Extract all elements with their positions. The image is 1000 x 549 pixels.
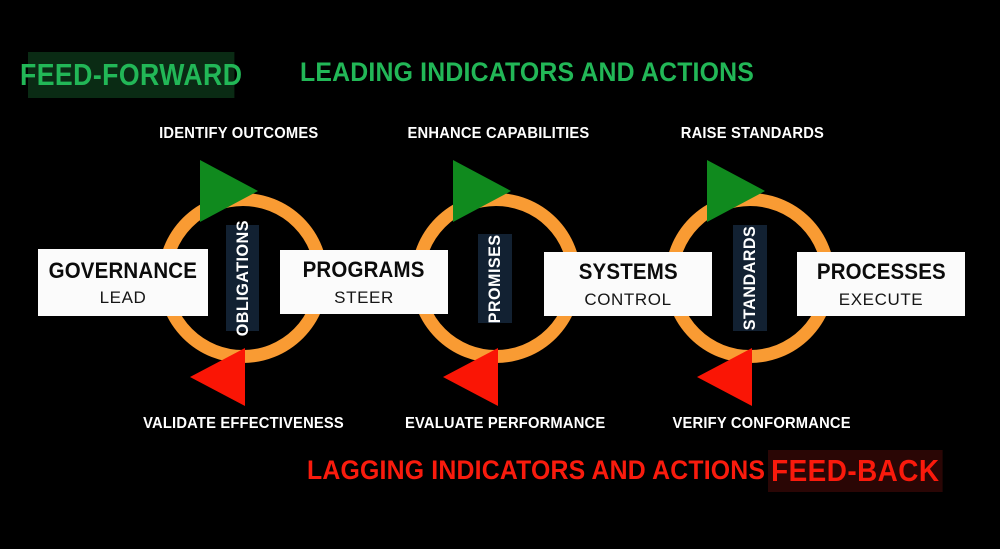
connector-promises-label: PROMISES: [485, 233, 504, 324]
cycle-1-bottom-label: VALIDATE EFFECTIVENESS: [143, 415, 344, 432]
stage-systems-subtitle: CONTROL: [584, 289, 672, 309]
stage-box-processes: PROCESSES EXECUTE: [797, 252, 965, 316]
cycle-3-top-label: RAISE STANDARDS: [680, 125, 825, 142]
cycle-1-red-arrow-icon: [190, 348, 245, 406]
cycle-2-bottom-label: EVALUATE PERFORMANCE: [404, 415, 606, 432]
feed-back-label: FEED-BACK: [771, 453, 940, 488]
lagging-indicators-label: LAGGING INDICATORS AND ACTIONS: [307, 455, 766, 485]
cycle-2: [401, 160, 591, 410]
feed-forward-label: FEED-FORWARD: [20, 57, 243, 92]
stage-box-governance: GOVERNANCE LEAD: [38, 249, 208, 316]
cycle-1-top-label: IDENTIFY OUTCOMES: [159, 125, 319, 142]
cycle-2-red-arrow-icon: [443, 348, 498, 406]
feed-forward-banner: FEED-FORWARD: [20, 52, 242, 98]
connector-promises: PROMISES: [478, 234, 512, 323]
stage-box-programs: PROGRAMS STEER: [280, 250, 448, 314]
stage-programs-title: PROGRAMS: [302, 257, 425, 283]
stage-programs-subtitle: STEER: [334, 287, 394, 307]
stage-governance-title: GOVERNANCE: [48, 257, 198, 283]
connector-standards: STANDARDS: [733, 225, 767, 331]
feed-back-banner: FEED-BACK: [768, 450, 943, 492]
cycle-3-red-arrow-icon: [697, 348, 752, 406]
connector-obligations: OBLIGATIONS: [226, 220, 259, 336]
leading-indicators-label: LEADING INDICATORS AND ACTIONS: [300, 57, 755, 87]
stage-governance-subtitle: LEAD: [99, 288, 147, 308]
cycle-2-top-label: ENHANCE CAPABILITIES: [407, 125, 590, 142]
connector-standards-label: STANDARDS: [740, 225, 759, 331]
stage-processes-title: PROCESSES: [816, 259, 946, 285]
cycle-3-bottom-label: VERIFY CONFORMANCE: [672, 415, 851, 432]
connector-obligations-label: OBLIGATIONS: [232, 219, 252, 337]
stage-box-systems: SYSTEMS CONTROL: [544, 252, 712, 316]
cycle-1-green-arrow-icon: [200, 160, 258, 222]
stage-systems-title: SYSTEMS: [578, 259, 678, 285]
stage-processes-subtitle: EXECUTE: [838, 289, 924, 309]
cycle-2-green-arrow-icon: [453, 160, 511, 222]
cycle-3-green-arrow-icon: [707, 160, 765, 222]
